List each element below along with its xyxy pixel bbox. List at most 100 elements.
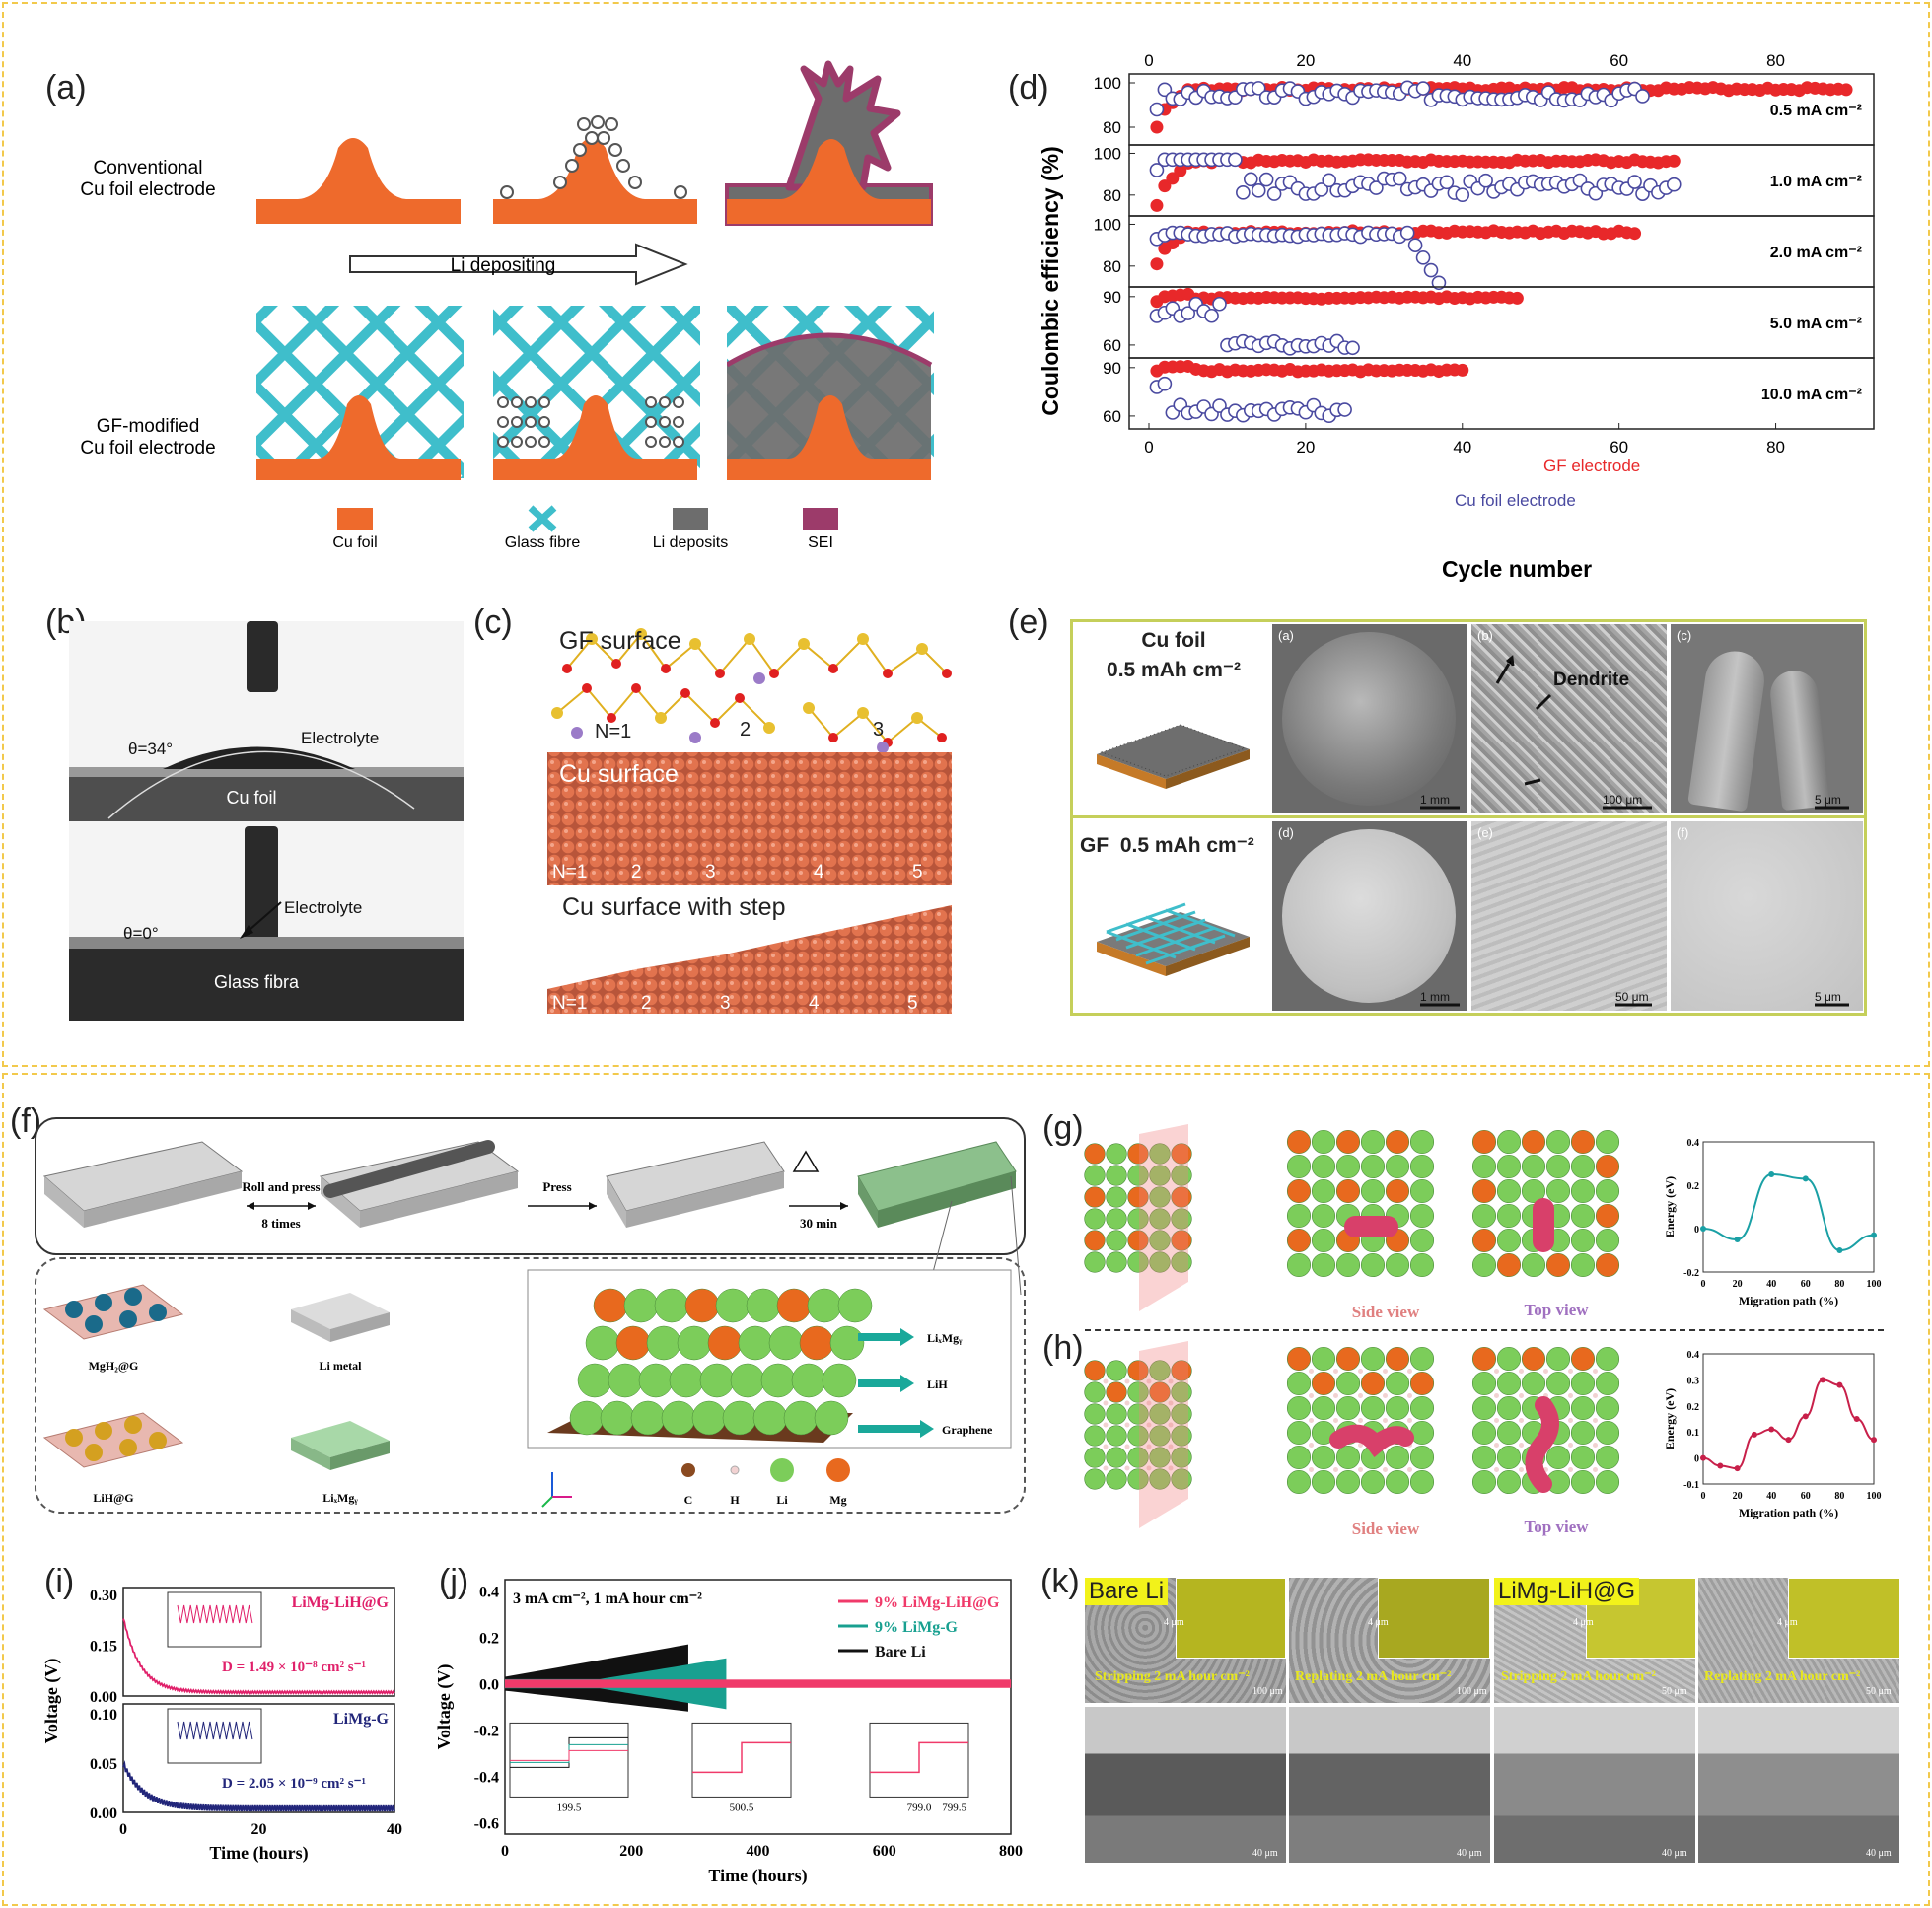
panel-h-label: (h) xyxy=(1042,1329,1084,1367)
d-point-gf xyxy=(1166,172,1180,185)
j-xtick-label: 600 xyxy=(873,1843,896,1860)
sb-k-1: 100 μm xyxy=(1252,1686,1283,1697)
d-point-cu xyxy=(1478,173,1493,188)
energy-point xyxy=(1734,1237,1741,1242)
lattice-atom xyxy=(669,1363,704,1398)
energy-ytick-label: 0.2 xyxy=(1687,1402,1700,1413)
sem-image-gf-e xyxy=(1471,821,1667,1011)
gf-mesh-2 xyxy=(493,306,700,478)
lattice-atom xyxy=(1286,1469,1312,1495)
energy-xlabel: Migration path (%) xyxy=(1739,1506,1838,1519)
sem-sub-c: (c) xyxy=(1677,628,1691,643)
d-point-cu xyxy=(1149,163,1165,177)
energy-point xyxy=(1700,1226,1706,1232)
d-xtick-label: 60 xyxy=(1610,438,1628,457)
gh-divider xyxy=(1085,1329,1884,1331)
dendrite-arrows xyxy=(1495,655,1552,786)
panel-e-divider xyxy=(1070,815,1867,818)
lattice-atom xyxy=(1409,1420,1435,1446)
lattice-atom xyxy=(760,1363,796,1398)
lattice-atom xyxy=(1149,1251,1171,1273)
migration-path xyxy=(1329,1424,1414,1457)
h-atom xyxy=(1407,1369,1412,1374)
step-n3: 3 xyxy=(720,993,731,1014)
d-point-cu xyxy=(1369,180,1384,195)
lattice-atom xyxy=(1570,1346,1596,1372)
j-ytick-label: -0.2 xyxy=(474,1723,499,1739)
i-xtick-label: 0 xyxy=(119,1821,127,1838)
lattice-atom xyxy=(1311,1203,1336,1229)
d-point-cu xyxy=(1251,183,1266,198)
j-inset-line xyxy=(692,1741,791,1774)
lattice-atom xyxy=(1545,1252,1571,1278)
process-tray-3 xyxy=(606,1141,785,1228)
step1-label: Roll and press xyxy=(242,1179,320,1194)
energy-xtick-label: 60 xyxy=(1801,1279,1811,1290)
lattice-atom xyxy=(1496,1154,1522,1179)
j-legend-label: Bare Li xyxy=(875,1644,926,1661)
lattice-atom xyxy=(1286,1420,1312,1446)
panel-a-row2-label: GF-modified xyxy=(97,416,200,437)
lattice-atom xyxy=(1496,1445,1522,1470)
i-series-line xyxy=(122,1760,395,1812)
g-top-caption: Top view xyxy=(1524,1301,1589,1319)
lattice-atom xyxy=(684,1288,720,1323)
process-tray-2 xyxy=(319,1140,520,1228)
panel-c-label: (c) xyxy=(473,603,513,641)
d-point-gf xyxy=(1628,227,1642,241)
panel-e-label: (e) xyxy=(1008,603,1049,641)
lattice-atom xyxy=(593,1288,628,1323)
d-point-cu xyxy=(1635,89,1650,104)
cap-bare-strip: Stripping 2 mA hour cm⁻² xyxy=(1095,1669,1250,1684)
d-ytick-label: 80 xyxy=(1103,257,1121,276)
h-side-view xyxy=(1286,1346,1435,1495)
lattice-atom xyxy=(1595,1228,1620,1253)
lattice-atom xyxy=(1127,1208,1149,1230)
j-inset xyxy=(691,1722,792,1798)
sem-k-limg-cross1 xyxy=(1494,1707,1695,1863)
cu-n4: 4 xyxy=(814,862,824,883)
h-atom xyxy=(1124,1378,1130,1384)
lattice-atom xyxy=(1471,1178,1497,1204)
migration-path xyxy=(1533,1198,1554,1252)
lattice-atom xyxy=(1149,1381,1171,1403)
energy-point xyxy=(1871,1232,1877,1238)
d-point-gf xyxy=(1158,179,1172,193)
lattice-atom xyxy=(1471,1371,1497,1396)
d-point-cu xyxy=(1439,175,1455,190)
lattice-atom xyxy=(1106,1381,1127,1403)
d-point-gf xyxy=(1456,363,1469,377)
lih-g-label: LiH@G xyxy=(93,1491,133,1505)
lattice-atom xyxy=(1335,1371,1361,1396)
h-atom xyxy=(1146,1400,1152,1406)
lattice-atom xyxy=(1360,1469,1386,1495)
d-rate-label: 10.0 mA cm⁻² xyxy=(1761,387,1862,403)
h-atom xyxy=(1593,1418,1598,1423)
h-atom xyxy=(1168,1378,1174,1384)
lattice-atom xyxy=(1496,1346,1522,1372)
energy-ytick-label: 0.3 xyxy=(1687,1376,1700,1386)
lattice-atom xyxy=(776,1288,812,1323)
lattice-atom xyxy=(791,1363,826,1398)
panel-d-ylabel: Coulombic efficiency (%) xyxy=(1038,146,1063,415)
cu-n2: 2 xyxy=(631,862,642,883)
lattice-atom xyxy=(814,1400,849,1436)
lattice-atom xyxy=(1521,1178,1546,1204)
lattice-atom xyxy=(1171,1230,1192,1251)
inset-k-4 xyxy=(1788,1578,1900,1659)
d-point-gf xyxy=(1150,257,1164,271)
lattice-atom xyxy=(1385,1469,1410,1495)
sb-k-3: 50 μm xyxy=(1662,1686,1687,1697)
lattice-atom xyxy=(1106,1251,1127,1273)
lattice-atom xyxy=(1286,1346,1312,1372)
energy-point xyxy=(1853,1416,1860,1422)
j-condition-label: 3 mA cm⁻², 1 mA hour cm⁻² xyxy=(513,1590,702,1607)
h-atom xyxy=(1593,1393,1598,1398)
i-ytick-label: 0.10 xyxy=(90,1707,117,1724)
panel-f-bottom-box xyxy=(35,1257,1026,1514)
h-atom xyxy=(1407,1393,1412,1398)
sb-k-inset3: 4 μm xyxy=(1573,1617,1594,1628)
gf-n2: 2 xyxy=(740,719,751,741)
angle-label-2: θ=0° xyxy=(123,924,159,943)
d-point-cu xyxy=(1666,177,1682,192)
